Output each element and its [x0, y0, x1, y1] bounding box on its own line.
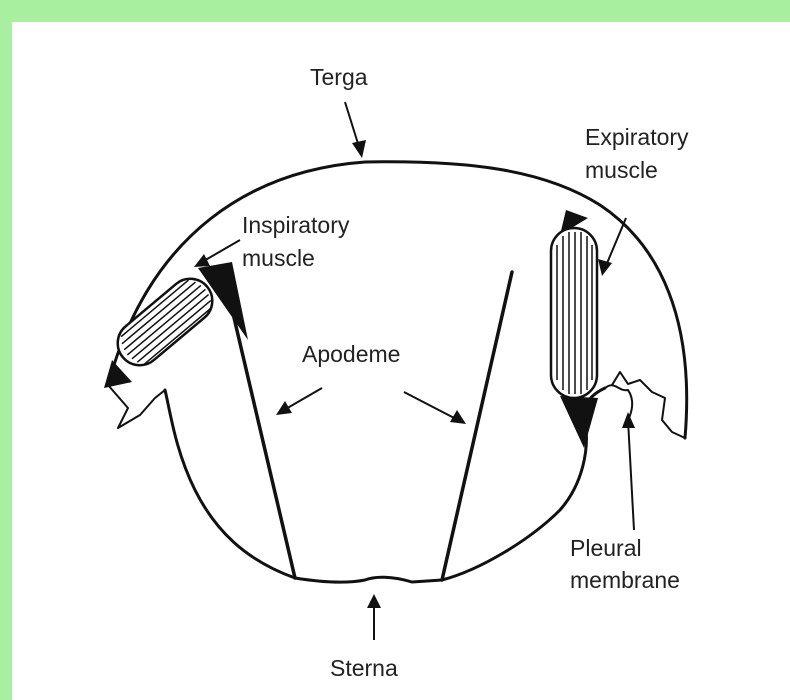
pleural-membrane-label-line-1: Pleural: [570, 535, 642, 561]
pleural-membrane-label-line-2: membrane: [570, 567, 680, 593]
apodeme-label: Apodeme: [302, 341, 400, 367]
sterna-arrow: [367, 594, 381, 640]
sterna-label: Sterna: [330, 655, 398, 681]
inspiratory-lower-attachment: [104, 360, 132, 388]
inspiratory-muscle-label-line-1: Inspiratory: [242, 212, 350, 238]
right-tergum-lip: [612, 372, 685, 438]
expiratory-muscle-label-line-1: Expiratory: [585, 124, 689, 150]
apodeme-left-arrow: [276, 388, 322, 415]
pleural-membrane-arrow: [622, 412, 635, 530]
inspiratory-muscle-label-line-2: muscle: [242, 245, 315, 271]
expiratory-muscle: [551, 228, 597, 398]
left-apodeme: [228, 292, 295, 578]
terga-label: Terga: [310, 64, 368, 90]
sternum-outline: [165, 388, 605, 582]
inspiratory-muscle-arrow: [194, 240, 240, 267]
expiratory-lower-attachment: [560, 396, 598, 448]
apodeme-right-arrow: [404, 392, 466, 424]
right-apodeme: [442, 272, 512, 580]
expiratory-muscle-arrow: [598, 218, 626, 276]
terga-arrow: [345, 102, 366, 158]
expiratory-muscle-label-line-2: muscle: [585, 157, 658, 183]
left-tergum-lip: [108, 385, 165, 428]
inspiratory-muscle: [109, 270, 222, 374]
